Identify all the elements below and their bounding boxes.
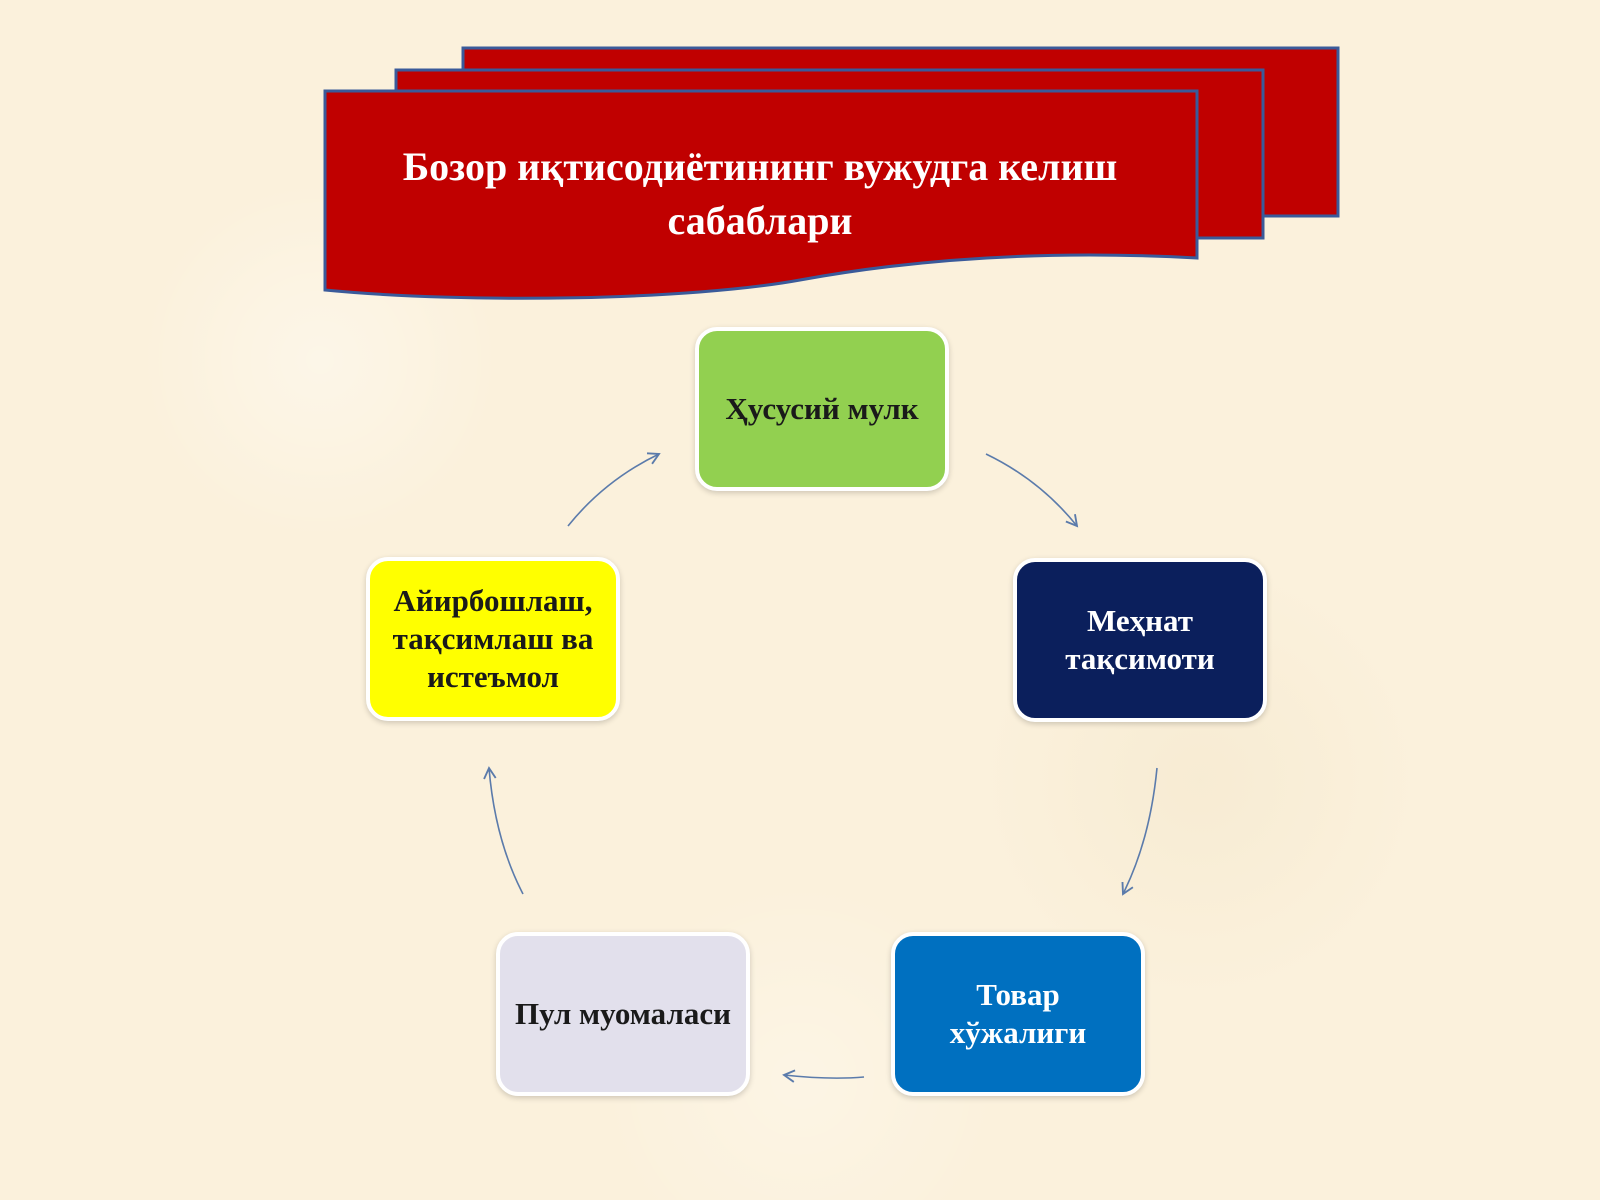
arrow-money-to-exchange	[483, 766, 524, 895]
node-exchange-distribution-consumption: Айирбошлаш, тақсимлаш ва истеъмол	[366, 557, 620, 721]
banner-front-layer	[323, 89, 1199, 300]
node-money-circulation: Пул муомаласи	[496, 932, 750, 1096]
node-division-of-labor: Меҳнат тақсимоти	[1013, 558, 1267, 722]
node-commodity-economy: Товар хўжалиги	[891, 932, 1145, 1096]
node-label: Пул муомаласи	[515, 996, 731, 1031]
node-label: Ҳусусий мулк	[725, 391, 919, 426]
node-private-property: Ҳусусий мулк	[695, 327, 949, 491]
title-banner	[323, 46, 1340, 300]
arrow-goods-to-money	[782, 1069, 865, 1083]
arrow-exchange-to-private	[567, 452, 661, 527]
arrow-private-to-labor	[985, 453, 1079, 528]
node-label: Товар хўжалиги	[949, 977, 1087, 1050]
node-label: Меҳнат тақсимоти	[1065, 603, 1215, 676]
page-title: Бозор иқтисодиётининг вужудга келиш саба…	[402, 144, 1118, 243]
arrow-labor-to-goods	[1121, 767, 1158, 896]
node-label: Айирбошлаш, тақсимлаш ва истеъмол	[392, 583, 594, 694]
